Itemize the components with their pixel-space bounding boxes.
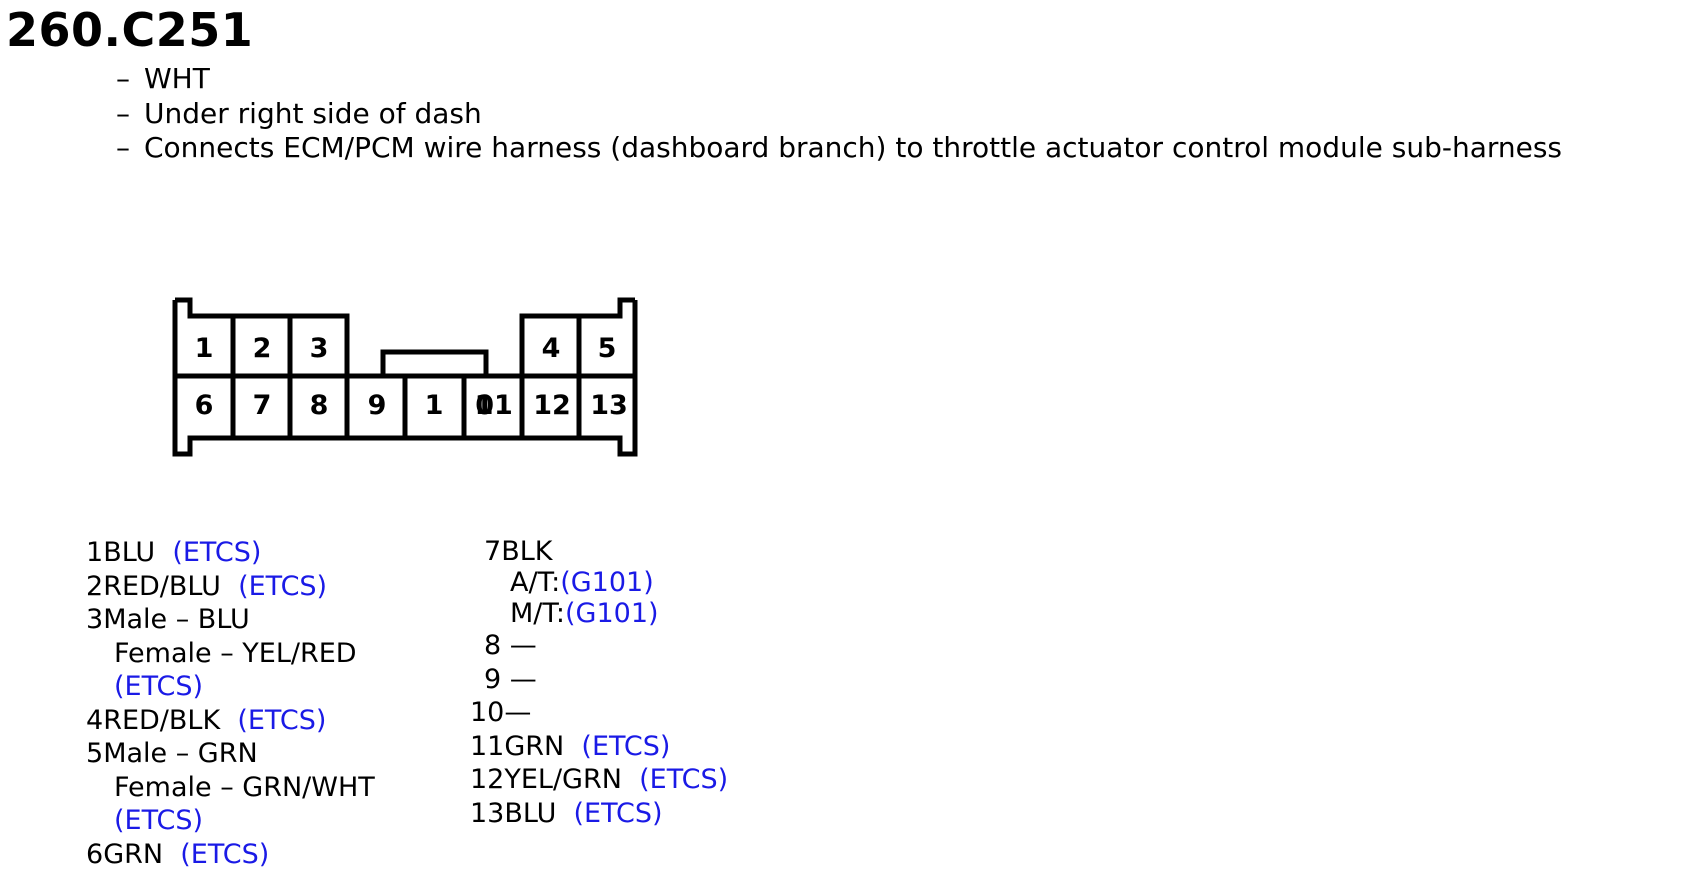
pin-label: 5 [598, 333, 617, 364]
pin-row-2: 2RED/BLU (ETCS) [86, 570, 375, 604]
connector-details: –WHT –Under right side of dash –Connects… [116, 62, 1562, 166]
pin-number: 4 [86, 704, 104, 736]
pin-number: 3 [86, 604, 104, 635]
wire-color: RED/BLU [103, 570, 221, 602]
pin-number: 11 [470, 730, 505, 762]
wire-color: BLK [501, 536, 553, 567]
pin-number: 6 [86, 838, 104, 870]
pin-label: 1 [195, 333, 214, 364]
pin-row-1: 1BLU (ETCS) [86, 536, 375, 570]
pin-row-10: 10— [470, 696, 728, 730]
pin-label: 3 [310, 333, 329, 364]
pin-row-5-link: (ETCS) [86, 804, 375, 838]
transmission-label: A/T: [510, 567, 561, 598]
pin-number: 7 [484, 536, 502, 567]
pin-list-left: 1BLU (ETCS) 2RED/BLU (ETCS) 3Male – BLU … [86, 536, 375, 871]
pin-label: 6 [195, 390, 214, 421]
pin-number: 12 [470, 764, 505, 795]
wire-color: BLU [103, 537, 156, 568]
etcs-link[interactable]: (ETCS) [114, 805, 204, 836]
pin-row-4: 4RED/BLK (ETCS) [86, 704, 375, 738]
pin-label: 01 [475, 390, 513, 421]
pin-number: 8 [484, 630, 502, 661]
pin-number: 1 [86, 537, 104, 568]
detail-bullet: – [116, 62, 130, 95]
pin-row-8: 8 — [470, 629, 728, 663]
connector-housing-right-lower [347, 376, 638, 457]
etcs-link[interactable]: (ETCS) [180, 838, 270, 870]
wire-color: — [509, 663, 537, 695]
etcs-link[interactable]: (ETCS) [573, 797, 663, 829]
wire-color: Male – GRN [103, 738, 258, 769]
pin-number: 5 [86, 738, 104, 769]
page-title: 260.C251 [6, 3, 254, 57]
pin-label: 1 [425, 390, 444, 421]
pin-row-13: 13BLU (ETCS) [470, 797, 728, 831]
connector-lock-tab [380, 349, 489, 376]
pin-number: 2 [86, 570, 104, 602]
pin-row-11: 11GRN (ETCS) [470, 730, 728, 764]
pin-row-7: 7BLK [470, 536, 728, 567]
wire-color: GRN [504, 730, 565, 762]
wire-color: YEL/GRN [504, 764, 622, 795]
detail-bullet: – [116, 96, 130, 130]
detail-color: –WHT [116, 62, 1562, 97]
pin-label: 4 [542, 333, 561, 364]
etcs-link[interactable]: (ETCS) [114, 671, 204, 702]
wire-color: — [504, 697, 532, 728]
wire-color: RED/BLK [103, 704, 221, 736]
pin-row-7-at: A/T:(G101) [470, 567, 728, 598]
wire-color: BLU [504, 797, 557, 829]
detail-connects: –Connects ECM/PCM wire harness (dashboar… [116, 131, 1562, 166]
pin-row-3: 3Male – BLU [86, 603, 375, 637]
wire-color-female: Female – YEL/RED [114, 637, 357, 669]
pin-row-9: 9 — [470, 663, 728, 697]
pin-label-overlap: 1 [475, 390, 494, 421]
wire-color: — [509, 630, 537, 661]
pin-label: 2 [253, 333, 272, 364]
pin-row-7-mt: M/T:(G101) [470, 598, 728, 629]
detail-color-text: WHT [144, 62, 210, 95]
etcs-link[interactable]: (ETCS) [172, 537, 262, 568]
pin-row-3-link: (ETCS) [86, 670, 375, 704]
g101-link[interactable]: (G101) [565, 598, 659, 629]
g101-link[interactable]: (G101) [560, 567, 654, 598]
pin-number: 9 [484, 663, 502, 695]
detail-bullet: – [116, 131, 130, 164]
pin-list-right: 7BLK A/T:(G101) M/T:(G101) 8 — 9 — 10— 1… [470, 536, 728, 830]
wire-color: GRN [103, 838, 164, 870]
pin-row-5: 5Male – GRN [86, 737, 375, 771]
pin-label: 12 [533, 390, 571, 421]
etcs-link[interactable]: (ETCS) [639, 764, 729, 795]
wire-color: Male – BLU [103, 604, 250, 635]
pin-number: 13 [470, 797, 505, 829]
pin-label: 9 [368, 390, 387, 421]
wire-color-female: Female – GRN/WHT [114, 771, 375, 803]
pin-number: 10 [470, 697, 505, 728]
detail-location: –Under right side of dash [116, 97, 1562, 132]
detail-location-text: Under right side of dash [144, 96, 482, 130]
etcs-link[interactable]: (ETCS) [237, 704, 327, 736]
pin-row-12: 12YEL/GRN (ETCS) [470, 763, 728, 797]
detail-connects-text: Connects ECM/PCM wire harness (dashboard… [144, 131, 1563, 164]
pin-row-6: 6GRN (ETCS) [86, 838, 375, 872]
pin-label: 7 [253, 390, 272, 421]
etcs-link[interactable]: (ETCS) [581, 730, 671, 762]
pin-row-3-female: Female – YEL/RED [86, 637, 375, 671]
pin-label: 13 [590, 390, 628, 421]
pin-label: 8 [310, 390, 329, 421]
etcs-link[interactable]: (ETCS) [238, 570, 328, 602]
pin-labels: 1 2 3 4 5 6 7 8 9 1 01 1 12 13 [195, 333, 628, 421]
pin-row-5-female: Female – GRN/WHT [86, 771, 375, 805]
connector-housing-left-lower [172, 376, 347, 457]
connector-outline [172, 297, 638, 457]
transmission-label: M/T: [510, 598, 566, 629]
